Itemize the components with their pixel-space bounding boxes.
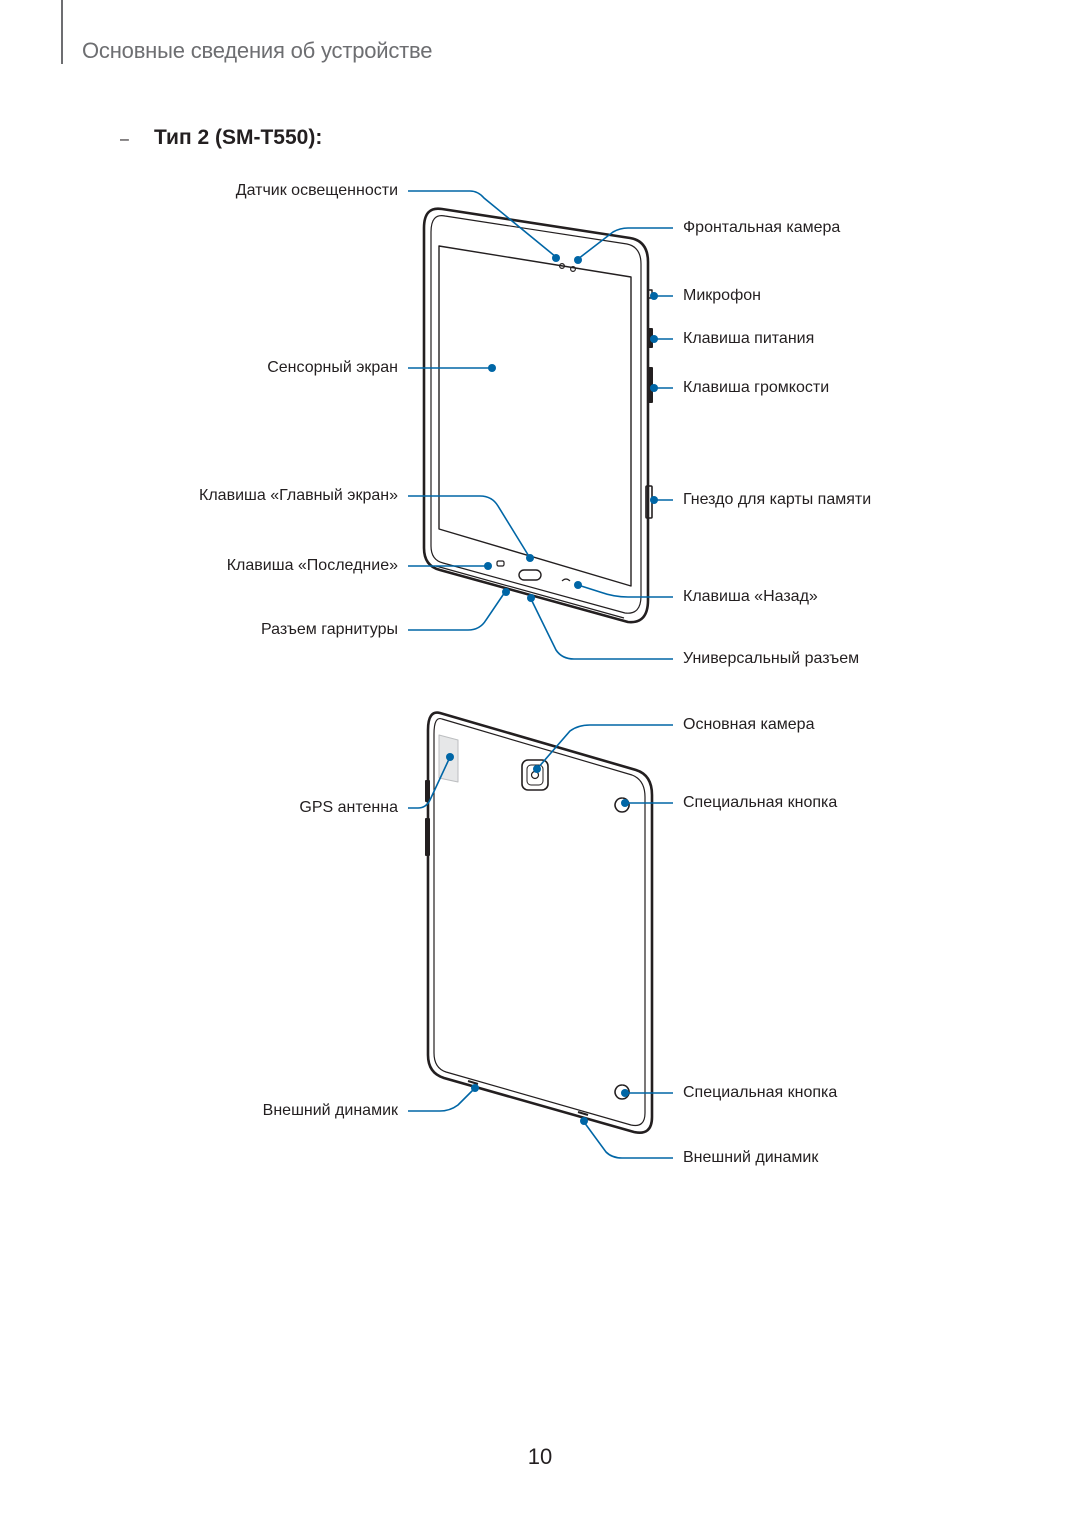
- label-recents-key: Клавиша «Последние»: [226, 557, 398, 574]
- label-speaker-right: Внешний динамик: [683, 1149, 819, 1166]
- label-rear-camera: Основная камера: [683, 716, 815, 733]
- subheading-dash: –: [120, 131, 129, 148]
- subheading: Тип 2 (SM-T550):: [154, 126, 323, 149]
- label-special-button-top: Специальная кнопка: [683, 794, 838, 811]
- label-volume-key: Клавиша громкости: [683, 379, 830, 396]
- tablet-back: [425, 711, 654, 1134]
- label-front-camera: Фронтальная камера: [683, 219, 841, 236]
- label-gps-antenna: GPS антенна: [299, 799, 398, 816]
- label-microphone: Микрофон: [683, 287, 761, 304]
- callout-dots-back: [446, 753, 629, 1125]
- label-special-button-bottom: Специальная кнопка: [683, 1084, 838, 1101]
- tablet-front: [422, 207, 653, 624]
- label-headset-jack: Разъем гарнитуры: [261, 621, 398, 638]
- callouts-front: [408, 190, 673, 660]
- header-rule: [61, 0, 63, 64]
- label-speaker-left: Внешний динамик: [262, 1102, 398, 1119]
- label-back-key: Клавиша «Назад»: [683, 588, 818, 605]
- label-home-key: Клавиша «Главный экран»: [199, 487, 398, 504]
- label-memory-card-slot: Гнездо для карты памяти: [683, 491, 872, 508]
- label-power-key: Клавиша питания: [683, 330, 815, 347]
- label-multipurpose-jack: Универсальный разъем: [683, 650, 860, 667]
- label-light-sensor: Датчик освещенности: [235, 182, 398, 199]
- callouts-back: [408, 724, 673, 1159]
- label-touchscreen: Сенсорный экран: [267, 359, 398, 376]
- page-number: 10: [527, 1444, 553, 1469]
- section-title: Основные сведения об устройстве: [82, 38, 433, 63]
- callout-dots-front: [484, 254, 658, 602]
